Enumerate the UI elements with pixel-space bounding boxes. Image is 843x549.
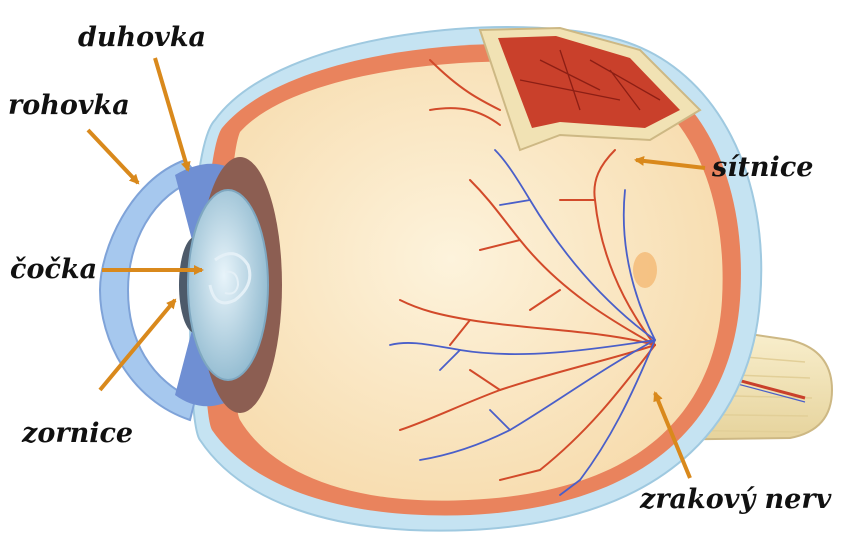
lens (188, 190, 268, 380)
label-rohovka: rohovka (8, 92, 130, 119)
label-cocka: čočka (10, 256, 97, 283)
arrow-rohovka (88, 130, 138, 183)
label-sitnice: sítnice (712, 154, 813, 181)
anterior-segment (100, 157, 282, 420)
arrow-duhovka (155, 58, 188, 170)
label-zornice: zornice (22, 420, 133, 447)
label-duhovka: duhovka (78, 24, 206, 51)
label-zrakovy-nerv: zrakový nerv (640, 486, 831, 513)
macula (633, 252, 657, 288)
